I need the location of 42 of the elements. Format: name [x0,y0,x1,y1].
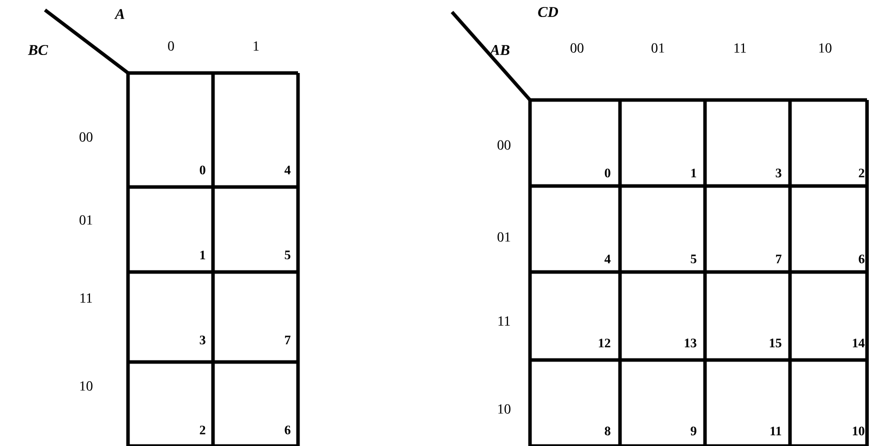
row-label: 01 [498,232,510,242]
cell-number: 1 [691,168,696,178]
variable-label: CD [538,6,558,17]
row-label: 01 [80,215,92,225]
row-label: 11 [498,316,510,326]
cell-number: 1 [200,250,206,260]
cell-number: 7 [776,254,782,264]
cell-number: 12 [598,338,610,348]
column-label: 0 [168,41,174,51]
row-label: 10 [80,381,92,391]
cell-number: 2 [200,426,206,434]
cell-number: 0 [604,168,610,178]
column-label: 01 [652,43,664,53]
column-label: 10 [819,43,832,53]
cell-number: 9 [690,426,696,436]
column-label: 11 [734,43,746,53]
variable-label: BC [28,44,48,55]
cell-number: 6 [284,426,290,434]
cell-number: 10 [852,426,864,436]
cell-number: 3 [200,336,206,344]
cell-number: 15 [770,338,782,348]
cell-number: 8 [604,426,610,436]
variable-label: A [114,9,124,19]
row-label: 11 [80,293,92,303]
cell-number: 4 [284,166,291,174]
cell-number: 6 [858,254,864,264]
row-label: 00 [80,132,92,142]
cell-number: 4 [604,254,611,264]
cell-number: 3 [776,168,782,178]
cell-number: 5 [284,250,290,260]
cell-number: 2 [858,168,864,178]
row-label: 00 [498,140,510,150]
column-label: 00 [570,43,584,53]
row-label: 10 [498,404,510,414]
cell-number: 11 [770,426,782,436]
cell-number: 0 [200,166,206,174]
cell-number: 7 [285,336,290,344]
cell-number: 13 [684,338,696,348]
variable-label: AB [489,45,510,55]
column-label: 1 [254,41,259,51]
cell-number: 14 [852,338,865,348]
cell-number: 5 [690,254,696,264]
